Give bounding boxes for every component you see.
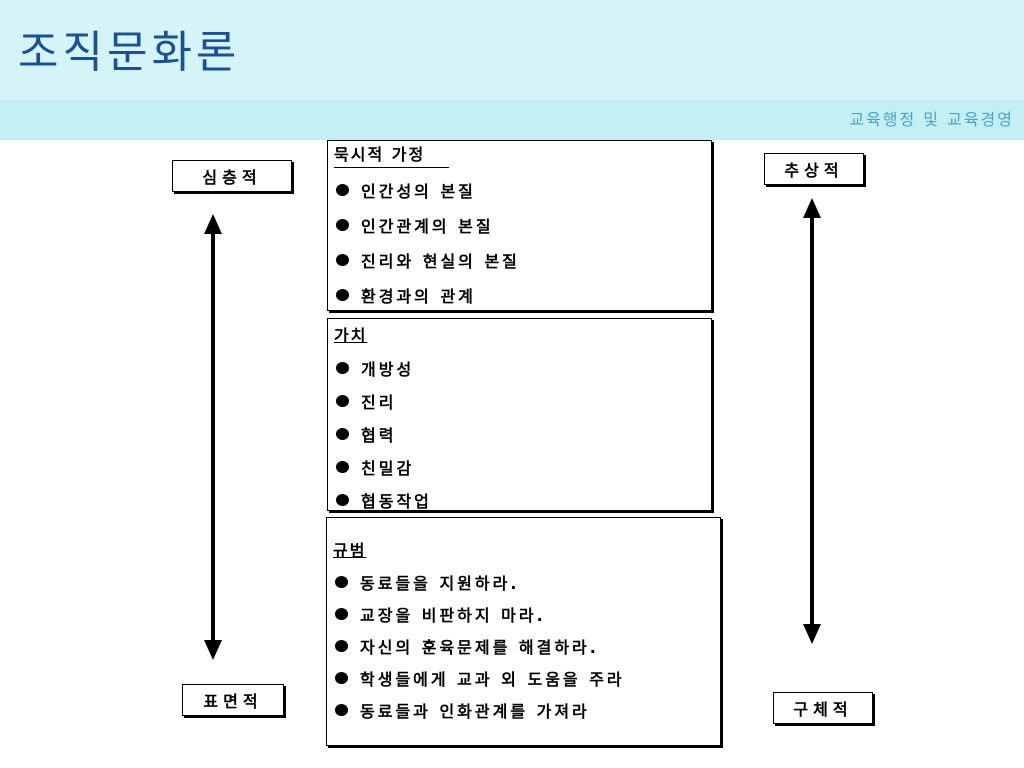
bullet-icon [336, 218, 349, 231]
header-band [0, 100, 1024, 140]
list-item-text: 인간관계의 본질 [361, 216, 494, 236]
left-top-label: 심층적 [172, 160, 292, 192]
list-item: 협동작업 [334, 483, 711, 516]
bullet-icon [335, 608, 348, 620]
right-top-label: 추상적 [764, 153, 864, 185]
list-item: 교장을 비판하지 마라. [333, 598, 720, 630]
assumptions-box: 묵시적 가정 인간성의 본질 인간관계의 본질 진리와 현실의 본질 환경과의 … [327, 140, 712, 311]
list-item: 인간성의 본질 [334, 172, 711, 207]
values-box: 가치 개방성 진리 협력 친밀감 협동작업 [327, 318, 712, 511]
list-item: 친밀감 [334, 450, 711, 483]
list-item-text: 동료들과 인화관계를 가져라 [360, 702, 590, 721]
bullet-icon [336, 427, 349, 440]
list-item-text: 동료들을 지원하라. [360, 574, 520, 593]
list-item: 개방성 [334, 351, 711, 384]
slide-title: 조직문화론 [18, 27, 241, 78]
right-double-arrow [803, 198, 821, 644]
list-item-text: 환경과의 관계 [361, 286, 476, 306]
bullet-icon [335, 672, 348, 684]
slide-subtitle: 교육행정 및 교육경영 [849, 110, 1014, 129]
bullet-icon [336, 460, 349, 473]
norms-heading: 규범 [333, 541, 367, 560]
bullet-icon [335, 640, 348, 652]
list-item-text: 개방성 [361, 359, 415, 379]
list-item-text: 친밀감 [361, 458, 415, 478]
right-bottom-label: 구체적 [773, 692, 873, 724]
list-item-text: 협력 [361, 425, 397, 445]
list-item: 동료들을 지원하라. [333, 566, 720, 598]
bullet-icon [336, 183, 349, 196]
list-item: 진리와 현실의 본질 [334, 242, 711, 277]
assumptions-heading: 묵시적 가정 [334, 145, 450, 168]
bullet-icon [335, 704, 348, 716]
list-item: 자신의 훈육문제를 해결하라. [333, 630, 720, 662]
list-item: 학생들에게 교과 외 도움을 주라 [333, 662, 720, 694]
list-item-text: 자신의 훈육문제를 해결하라. [360, 638, 599, 657]
norms-box: 규범 동료들을 지원하라. 교장을 비판하지 마라. 자신의 훈육문제를 해결하… [326, 517, 721, 746]
list-item: 동료들과 인화관계를 가져라 [333, 694, 720, 726]
list-item-text: 인간성의 본질 [361, 181, 476, 201]
left-double-arrow [204, 214, 222, 660]
list-item-text: 교장을 비판하지 마라. [360, 606, 546, 625]
list-item: 인간관계의 본질 [334, 207, 711, 242]
bullet-icon [336, 394, 349, 407]
list-item: 환경과의 관계 [334, 277, 711, 312]
bullet-icon [336, 288, 349, 301]
list-item-text: 협동작업 [361, 491, 432, 511]
bullet-icon [335, 576, 348, 588]
list-item: 진리 [334, 384, 711, 417]
bullet-icon [336, 493, 349, 506]
list-item: 협력 [334, 417, 711, 450]
list-item-text: 진리 [361, 392, 397, 412]
values-heading: 가치 [334, 326, 368, 345]
list-item-text: 학생들에게 교과 외 도움을 주라 [360, 670, 625, 689]
bullet-icon [336, 253, 349, 266]
list-item-text: 진리와 현실의 본질 [361, 251, 520, 271]
slide-header: 조직문화론 교육행정 및 교육경영 [0, 0, 1024, 140]
left-bottom-label: 표면적 [182, 684, 284, 716]
bullet-icon [336, 361, 349, 374]
